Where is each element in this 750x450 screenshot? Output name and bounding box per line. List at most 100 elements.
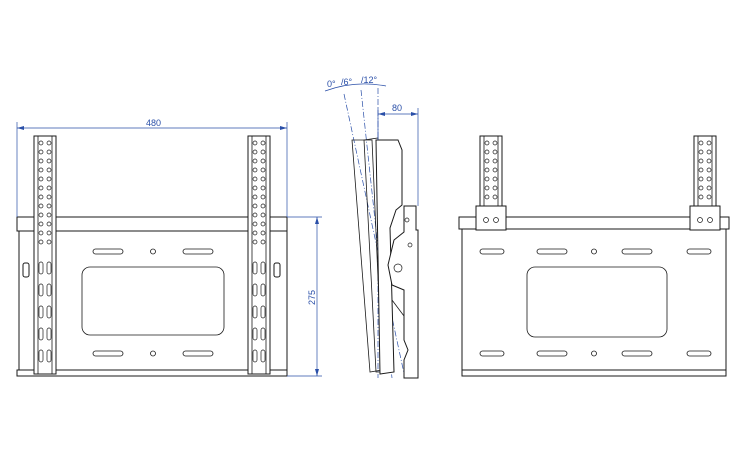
- mount-hole: [260, 149, 266, 155]
- front-right-strip: [247, 135, 271, 375]
- rear-bottom-lip: [461, 369, 727, 377]
- mount-hole: [706, 158, 712, 164]
- mount-hole: [260, 140, 266, 146]
- mount-hole: [46, 230, 52, 236]
- mount-hole: [46, 158, 52, 164]
- mount-hole: [706, 194, 712, 200]
- mount-hole: [46, 167, 52, 173]
- mount-hole: [492, 158, 498, 164]
- mount-hole: [38, 185, 44, 191]
- mount-hole: [492, 176, 498, 182]
- mount-hole: [698, 167, 704, 173]
- mount-hole: [260, 185, 266, 191]
- mount-hole: [698, 149, 704, 155]
- mount-slot: [46, 305, 52, 319]
- mount-hole: [38, 167, 44, 173]
- mount-hole: [252, 176, 258, 182]
- mount-slot: [46, 349, 52, 363]
- side-tilt-arms: [351, 137, 403, 375]
- height-label: 275: [307, 290, 317, 305]
- mount-hole: [260, 158, 266, 164]
- mount-slot: [252, 305, 258, 319]
- mount-hole: [252, 149, 258, 155]
- mount-hole: [46, 140, 52, 146]
- mount-hole: [38, 149, 44, 155]
- mount-hole: [38, 212, 44, 218]
- mount-hole: [46, 176, 52, 182]
- side-wall-bracket: [387, 205, 419, 379]
- mount-hole: [252, 203, 258, 209]
- mount-hole: [260, 230, 266, 236]
- mount-hole: [38, 194, 44, 200]
- front-top-rail: [16, 216, 288, 232]
- rear-slots-bottom: [479, 350, 712, 357]
- mount-hole: [38, 230, 44, 236]
- mount-hole: [46, 203, 52, 209]
- mount-hole: [46, 239, 52, 245]
- mount-hole: [252, 212, 258, 218]
- mount-hole: [252, 239, 258, 245]
- mount-slot: [38, 261, 44, 275]
- mount-hole: [252, 140, 258, 146]
- tilt-0-label: 0°: [327, 79, 336, 89]
- mount-hole: [260, 203, 266, 209]
- mount-slot: [260, 349, 266, 363]
- side-view: 0° /6° /12° 80: [324, 75, 419, 379]
- front-slots-bottom: [92, 350, 214, 357]
- mount-slot: [252, 327, 258, 341]
- front-view: 480 275: [16, 118, 322, 377]
- mount-slot: [46, 261, 52, 275]
- mount-hole: [46, 149, 52, 155]
- mount-hole: [260, 194, 266, 200]
- mount-slot: [38, 349, 44, 363]
- mount-slot: [260, 261, 266, 275]
- mount-slot: [252, 283, 258, 297]
- mount-hole: [252, 158, 258, 164]
- front-left-knob: [22, 262, 30, 278]
- mount-slot: [38, 327, 44, 341]
- mount-hole: [706, 140, 712, 146]
- depth-dimension: 80: [377, 103, 419, 206]
- mount-hole: [260, 176, 266, 182]
- mount-hole: [706, 176, 712, 182]
- mount-hole: [252, 221, 258, 227]
- front-center-window: [81, 266, 225, 336]
- mount-slot: [260, 283, 266, 297]
- rear-center-window: [526, 266, 668, 338]
- mount-hole: [252, 167, 258, 173]
- front-wall-plate: [18, 230, 288, 377]
- mount-slot: [260, 327, 266, 341]
- mount-hole: [260, 221, 266, 227]
- mount-slot: [38, 305, 44, 319]
- mount-hole: [706, 149, 712, 155]
- height-dimension: 275: [287, 216, 322, 377]
- mount-hole: [698, 185, 704, 191]
- mount-hole: [46, 194, 52, 200]
- mount-slot: [38, 283, 44, 297]
- mount-hole: [484, 185, 490, 191]
- mount-hole: [492, 149, 498, 155]
- width-label: 480: [146, 118, 161, 128]
- mount-hole: [706, 167, 712, 173]
- tilt-12-label: /12°: [361, 75, 378, 85]
- mount-hole: [38, 221, 44, 227]
- mount-slot: [252, 349, 258, 363]
- front-slots-top: [92, 248, 214, 255]
- mount-hole: [492, 140, 498, 146]
- mount-hole: [38, 203, 44, 209]
- mount-hole: [46, 212, 52, 218]
- mount-hole: [484, 140, 490, 146]
- mount-hole: [492, 167, 498, 173]
- mount-hole: [492, 185, 498, 191]
- mount-hole: [484, 149, 490, 155]
- rear-wall-plate: [461, 228, 727, 377]
- mount-slot: [46, 327, 52, 341]
- mount-hole: [260, 239, 266, 245]
- mount-hole: [706, 185, 712, 191]
- mount-hole: [38, 140, 44, 146]
- mount-hole: [698, 176, 704, 182]
- tilt-6-label: /6°: [341, 77, 353, 87]
- mount-hole: [484, 194, 490, 200]
- mount-hole: [260, 212, 266, 218]
